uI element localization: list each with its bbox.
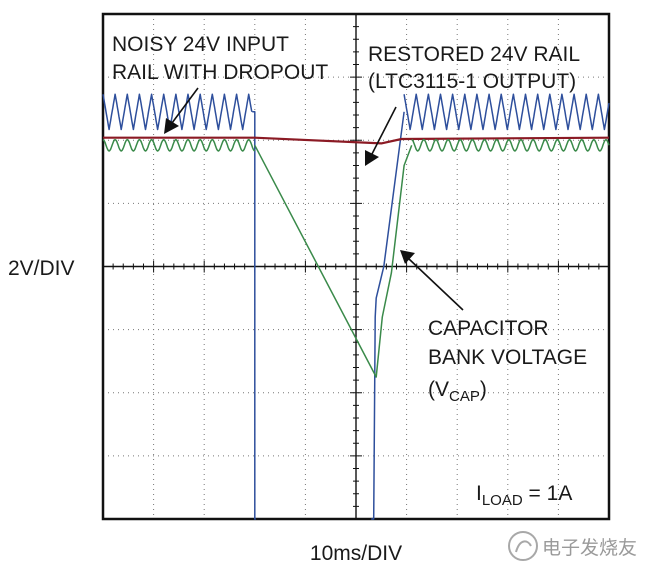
arrow-cap-voltage xyxy=(400,250,464,311)
y-scale-label: 2V/DIV xyxy=(8,257,75,280)
arrow-input-rail xyxy=(164,87,199,134)
input-rail-label-line1: NOISY 24V INPUT xyxy=(112,33,289,56)
input-rail-label-line2: RAIL WITH DROPOUT xyxy=(112,61,328,84)
trace-input-rail xyxy=(102,93,610,520)
watermark-text: 电子发烧友 xyxy=(542,537,637,559)
load-current-label: ILOAD = 1A xyxy=(476,482,572,509)
restored-rail-label-line2: (LTC3115-1 OUTPUT) xyxy=(368,70,576,93)
watermark-logo: 电子发烧友 xyxy=(508,531,637,561)
center-ticks xyxy=(102,13,610,520)
trace-group xyxy=(102,93,610,520)
watermark-icon xyxy=(508,531,538,561)
trace-restored-rail xyxy=(103,136,610,145)
arrow-restored-rail xyxy=(365,106,397,166)
restored-rail-label-line1: RESTORED 24V RAIL xyxy=(368,43,580,66)
x-scale-label: 10ms/DIV xyxy=(310,542,402,565)
cap-voltage-label-line1: CAPACITOR xyxy=(428,317,549,340)
cap-voltage-label-line2: BANK VOLTAGE xyxy=(428,346,587,369)
cap-voltage-label-line3: (VCAP) xyxy=(428,378,487,405)
trace-cap-voltage xyxy=(102,138,610,378)
